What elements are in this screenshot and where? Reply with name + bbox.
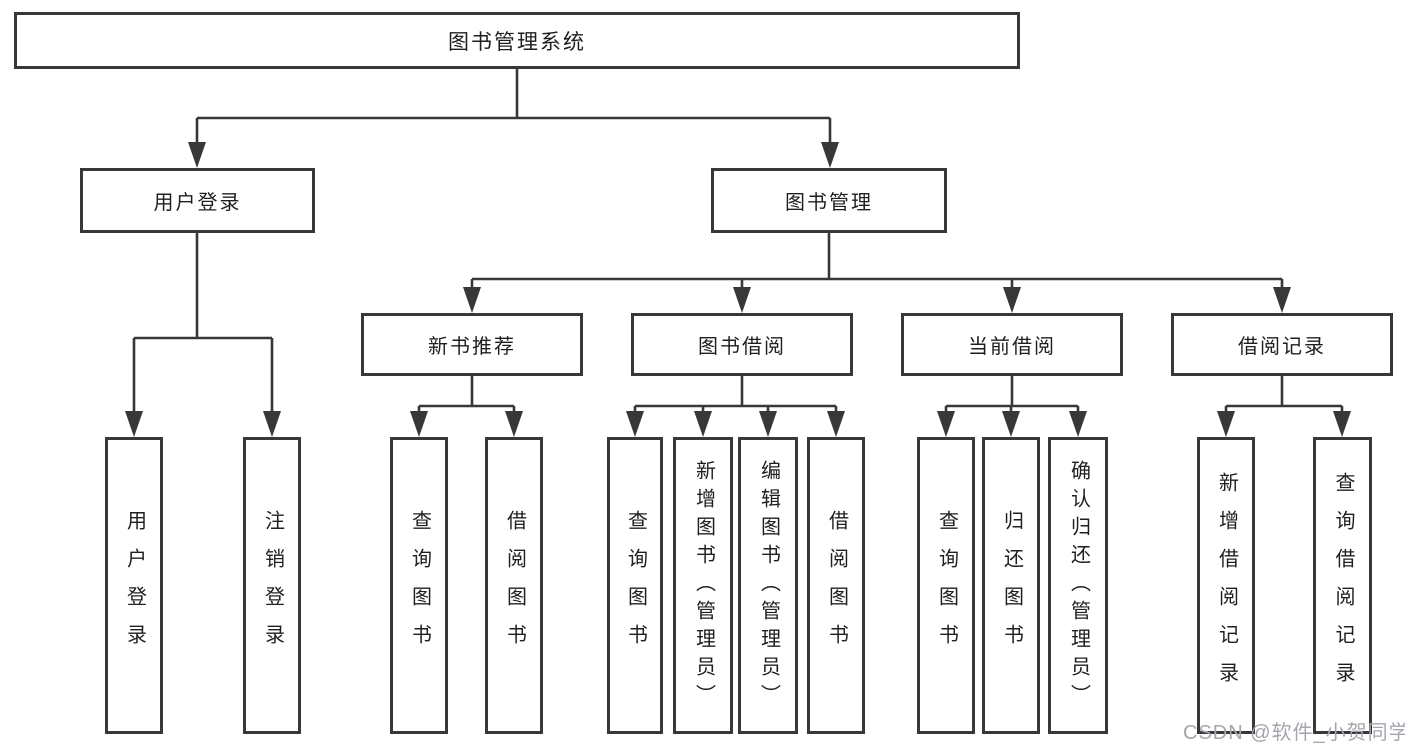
node-borrow-records-label: 借阅记录 [1238, 336, 1326, 358]
node-user-login: 用户登录 [80, 168, 315, 233]
leaf-borrowing-edit-books-admin-label: 编辑图书（管理员） [757, 459, 780, 712]
leaf-borrowing-add-books-admin: 新增图书（管理员） [673, 437, 733, 734]
node-root-label: 图书管理系统 [448, 30, 586, 54]
leaf-current-return-books-label: 归还图书 [1000, 509, 1023, 662]
leaf-borrowing-query-books-label: 查询图书 [624, 509, 647, 662]
leaf-user-login: 用户登录 [105, 437, 163, 734]
node-current-borrowing-label: 当前借阅 [968, 336, 1056, 358]
leaf-borrowing-query-books: 查询图书 [607, 437, 663, 734]
leaf-current-confirm-return-admin-label: 确认归还（管理员） [1067, 459, 1090, 712]
leaf-records-add-record: 新增借阅记录 [1197, 437, 1255, 734]
node-book-management: 图书管理 [711, 168, 947, 233]
csdn-watermark: CSDN @软件_小贺同学 [1183, 722, 1405, 744]
leaf-newbook-query-books: 查询图书 [390, 437, 448, 734]
connector-root-to-level2 [195, 68, 832, 146]
leaf-logout-label: 注销登录 [261, 509, 284, 662]
leaf-current-query-books: 查询图书 [917, 437, 975, 734]
leaf-records-query-record-label: 查询借阅记录 [1332, 471, 1354, 700]
connector-bookmgmt-to-level3 [470, 232, 1284, 290]
node-user-login-label: 用户登录 [153, 192, 242, 214]
node-root-system: 图书管理系统 [14, 12, 1020, 69]
node-book-management-label: 图书管理 [785, 192, 873, 214]
leaf-newbook-borrow-books: 借阅图书 [485, 437, 543, 734]
node-new-book-recommend-label: 新书推荐 [428, 336, 516, 358]
node-current-borrowing: 当前借阅 [901, 313, 1123, 376]
leaf-current-query-books-label: 查询图书 [935, 509, 958, 662]
connector-records-to-leaves [1224, 375, 1344, 414]
leaf-borrowing-borrow-books-label: 借阅图书 [825, 509, 848, 662]
node-borrow-records: 借阅记录 [1171, 313, 1393, 376]
connector-newbook-to-leaves [417, 375, 516, 414]
leaf-logout: 注销登录 [243, 437, 301, 734]
leaf-user-login-label: 用户登录 [123, 509, 146, 662]
leaf-current-return-books: 归还图书 [982, 437, 1040, 734]
leaf-newbook-query-books-label: 查询图书 [408, 509, 431, 662]
leaf-current-confirm-return-admin: 确认归还（管理员） [1048, 437, 1108, 734]
connector-current-to-leaves [944, 375, 1080, 414]
leaf-borrowing-add-books-admin-label: 新增图书（管理员） [692, 459, 715, 712]
leaf-borrowing-borrow-books: 借阅图书 [807, 437, 865, 734]
arrowheads [125, 142, 1351, 437]
node-book-borrowing-label: 图书借阅 [698, 336, 786, 358]
leaf-newbook-borrow-books-label: 借阅图书 [503, 509, 526, 662]
node-new-book-recommend: 新书推荐 [361, 313, 583, 376]
leaf-borrowing-edit-books-admin: 编辑图书（管理员） [738, 437, 798, 734]
connector-userlogin-to-leaves [132, 232, 274, 414]
leaf-records-query-record: 查询借阅记录 [1313, 437, 1372, 734]
leaf-records-add-record-label: 新增借阅记录 [1215, 471, 1238, 700]
node-book-borrowing: 图书借阅 [631, 313, 853, 376]
connector-borrowing-to-leaves [633, 375, 838, 414]
